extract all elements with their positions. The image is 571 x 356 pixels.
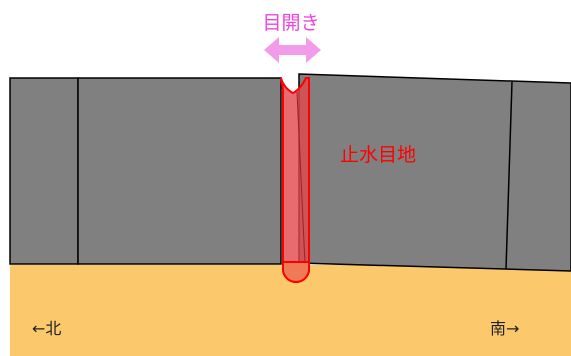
waterstop-joint-fold bbox=[296, 91, 306, 265]
waterstop-joint-bulb bbox=[282, 261, 310, 283]
concrete-block-north-main bbox=[77, 77, 282, 265]
block-seam bbox=[505, 81, 513, 270]
south-direction-label: 南→ bbox=[490, 319, 520, 338]
waterstop-joint bbox=[280, 77, 310, 283]
waterstop-joint-label: 止水目地 bbox=[340, 144, 417, 166]
north-direction-label: ←北 bbox=[32, 319, 62, 338]
double-headed-arrow-icon bbox=[264, 37, 321, 63]
opening-label: 目開き bbox=[262, 12, 320, 34]
concrete-block-south-slab bbox=[298, 73, 571, 272]
concrete-block-north-edge bbox=[9, 77, 79, 265]
